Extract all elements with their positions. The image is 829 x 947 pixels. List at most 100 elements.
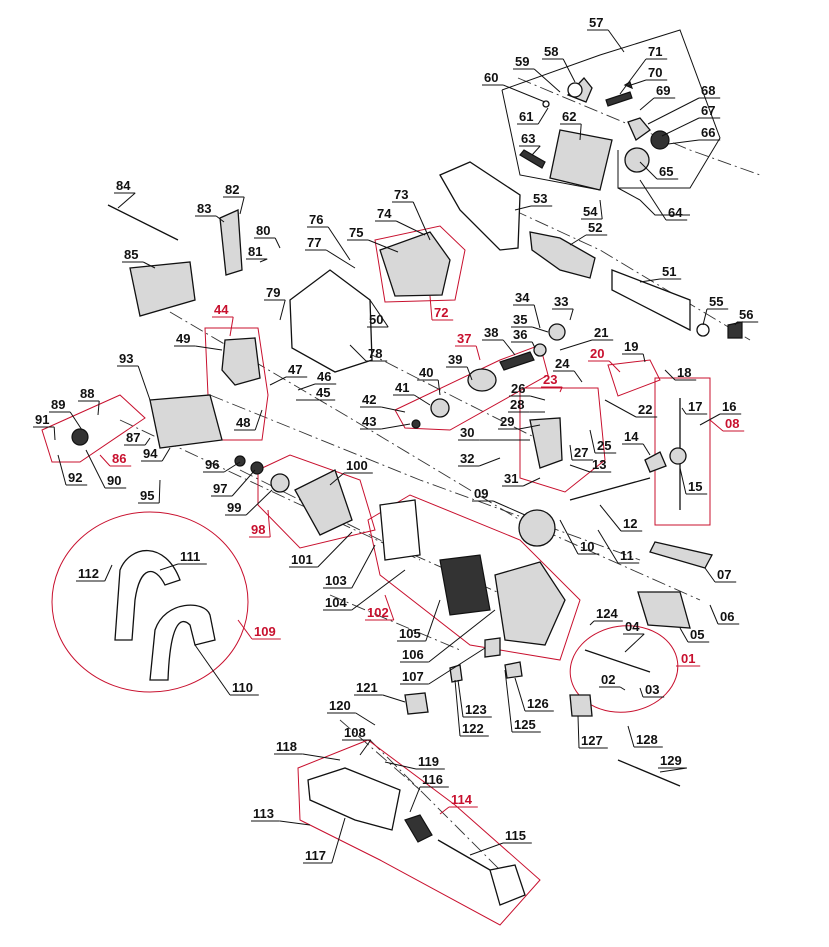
leader-line [269,376,287,386]
part-number-text: 38 [484,325,498,340]
part-label-47: 47 [269,362,308,386]
part-number-text: 62 [562,109,576,124]
part-number-text: 52 [588,220,602,235]
leader-line [639,161,658,180]
part-number-text: 106 [402,647,424,662]
leader-line [514,205,532,211]
part-number-text: 16 [722,399,736,414]
part-label-44: 44 [212,302,234,337]
part-label-52: 52 [569,220,608,246]
part-number-text: 116 [422,772,443,787]
part-number-text: 07 [717,567,731,582]
part-label-71: 71 [619,44,668,95]
leader-line [503,84,546,103]
part-label-66: 66 [667,125,721,145]
part-label-49: 49 [174,331,223,351]
part-number-text: 17 [688,399,702,414]
part-number-text: 75 [349,225,363,240]
part-label-14: 14 [622,429,651,456]
part-number-text: 68 [701,83,715,98]
part-label-91: 91 [33,412,56,441]
part-label-110: 110 [194,644,259,696]
part-71-spring [605,91,633,107]
leader-line [627,79,647,87]
part-number-text: 65 [659,164,673,179]
leader-line [492,500,526,516]
part-127-capacitor [569,694,593,717]
part-number-text: 86 [112,451,126,466]
leader-line [454,679,461,737]
part-label-54: 54 [581,199,603,220]
leader-line [569,234,587,246]
part-number-text: 73 [394,187,408,202]
part-number-text: 55 [709,294,723,309]
part-number-text: 109 [254,624,276,639]
leader-line [514,677,526,712]
part-label-18: 18 [664,365,697,381]
leader-line [532,326,549,333]
part-number-text: 61 [519,109,533,124]
part-number-text: 35 [513,312,527,327]
part-number-text: 124 [596,606,618,621]
part-label-118: 118 [274,739,341,761]
leader-line [327,226,351,261]
leader-line [667,139,700,145]
part-number-text: 34 [515,290,530,305]
part-label-01: 01 [676,651,701,667]
part-label-70: 70 [627,65,668,87]
part-85-filter-cover [129,261,196,317]
leader-line [573,370,583,383]
part-84-rod [107,204,179,241]
assembly-axes [119,77,761,871]
part-56-cap [727,321,743,339]
part-label-16: 16 [699,399,742,426]
part-label-82: 82 [223,182,245,215]
leader-line [569,464,591,473]
part-number-text: 125 [514,717,536,732]
leader-line [231,469,256,497]
leader-line [604,399,637,418]
part-89-gear [71,428,89,446]
part-35-bearing [548,323,566,341]
part-label-55: 55 [702,294,729,326]
leader-line [159,563,179,571]
leader-line [608,360,621,373]
part-number-text: 128 [636,732,658,747]
group-outline-102 [367,494,581,661]
part-59-washer [567,82,583,98]
assembly-group-outlines [41,225,711,926]
part-label-58: 58 [542,44,576,83]
part-number-text: 89 [51,397,65,412]
leader-line [469,842,504,856]
leader-line [502,339,516,356]
part-number-text: 30 [460,425,474,440]
part-number-text: 53 [533,191,547,206]
part-number-text: 81 [248,244,262,259]
part-label-83: 83 [195,201,225,223]
group-brackets [501,29,721,216]
leader-line [559,519,579,555]
part-number-text: 56 [739,307,753,322]
part-number-text: 44 [214,302,229,317]
leader-line [279,820,311,826]
leader-line [639,97,655,111]
part-number-text: 100 [346,458,368,473]
leader-line [661,117,700,137]
part-72-side-cover [379,231,451,297]
part-label-121: 121 [354,680,406,703]
part-label-57: 57 [587,15,625,53]
part-label-74: 74 [375,206,426,236]
leader-line [704,567,716,583]
leader-line [349,344,367,362]
part-label-75: 75 [347,225,399,253]
part-label-122: 122 [454,679,489,737]
part-label-127: 127 [577,715,608,749]
part-label-23: 23 [541,372,563,393]
leader-line [384,761,417,770]
leader-line [359,739,372,756]
part-65-disc [624,147,650,173]
part-number-text: 42 [362,392,376,407]
part-label-119: 119 [384,754,445,770]
part-number-text: 09 [474,486,488,501]
leader-line [279,299,286,321]
